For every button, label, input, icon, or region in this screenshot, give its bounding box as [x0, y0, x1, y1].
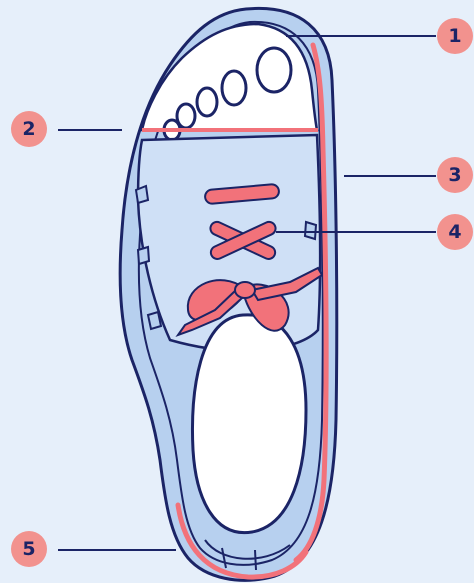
callout-2-label: 2: [22, 118, 35, 140]
callout-4-label: 4: [448, 221, 461, 243]
callout-2: 2: [11, 111, 47, 147]
callout-4: 4: [437, 214, 473, 250]
callout-1: 1: [437, 18, 473, 54]
foot-opening: [193, 315, 306, 533]
callout-5-label: 5: [22, 538, 35, 560]
callout-3-label: 3: [448, 164, 461, 186]
callout-1-label: 1: [448, 25, 461, 47]
callout-3: 3: [437, 157, 473, 193]
callout-5: 5: [11, 531, 47, 567]
